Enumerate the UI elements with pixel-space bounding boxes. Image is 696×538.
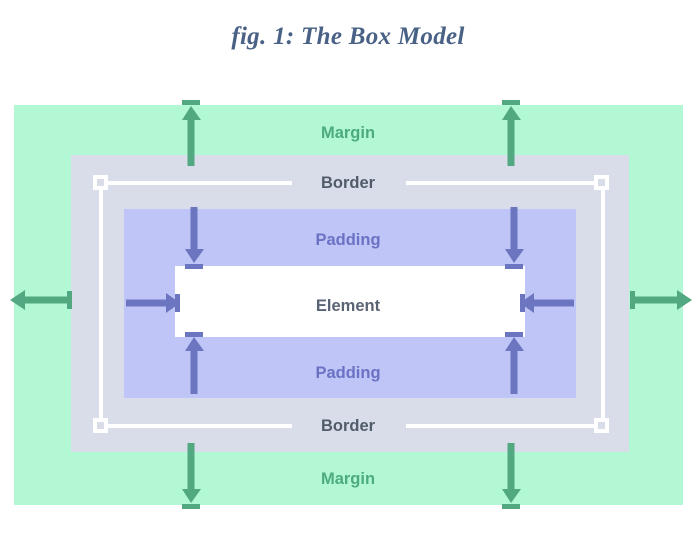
- padding-arrow-up-right-icon: [503, 332, 525, 394]
- border-guide-line-left: [99, 183, 103, 426]
- margin-arrow-down-right-icon: [500, 443, 522, 509]
- margin-arrow-down-left-icon: [180, 443, 202, 509]
- padding-arrow-up-left-icon: [183, 332, 205, 394]
- margin-arrow-left-icon: [10, 288, 72, 312]
- margin-label-top: Margin: [320, 124, 376, 142]
- resize-handle-bottom-right-icon[interactable]: [594, 418, 609, 433]
- border-guide-line-bottom-right: [406, 424, 603, 428]
- border-guide-line-right: [601, 183, 605, 426]
- border-guide-line-top-left: [97, 181, 292, 185]
- border-guide-line-top-right: [406, 181, 603, 185]
- border-label-top: Border: [309, 174, 387, 193]
- padding-arrow-down-right-icon: [503, 207, 525, 269]
- margin-arrow-up-right-icon: [500, 100, 522, 166]
- padding-arrow-down-left-icon: [183, 207, 205, 269]
- resize-handle-top-right-icon[interactable]: [594, 175, 609, 190]
- resize-handle-bottom-left-icon[interactable]: [93, 418, 108, 433]
- padding-arrow-left-icon: [520, 291, 574, 315]
- border-label-bottom: Border: [309, 417, 387, 436]
- margin-arrow-up-left-icon: [180, 100, 202, 166]
- resize-handle-top-left-icon[interactable]: [93, 175, 108, 190]
- margin-arrow-right-icon: [630, 288, 692, 312]
- padding-label-bottom: Padding: [315, 364, 381, 382]
- padding-arrow-right-icon: [126, 291, 180, 315]
- border-guide-line-bottom-left: [97, 424, 292, 428]
- padding-label-top: Padding: [315, 231, 381, 249]
- margin-label-bottom: Margin: [320, 470, 376, 488]
- page-title: fig. 1: The Box Model: [231, 23, 465, 50]
- element-region: [175, 266, 525, 337]
- element-label: Element: [315, 297, 381, 315]
